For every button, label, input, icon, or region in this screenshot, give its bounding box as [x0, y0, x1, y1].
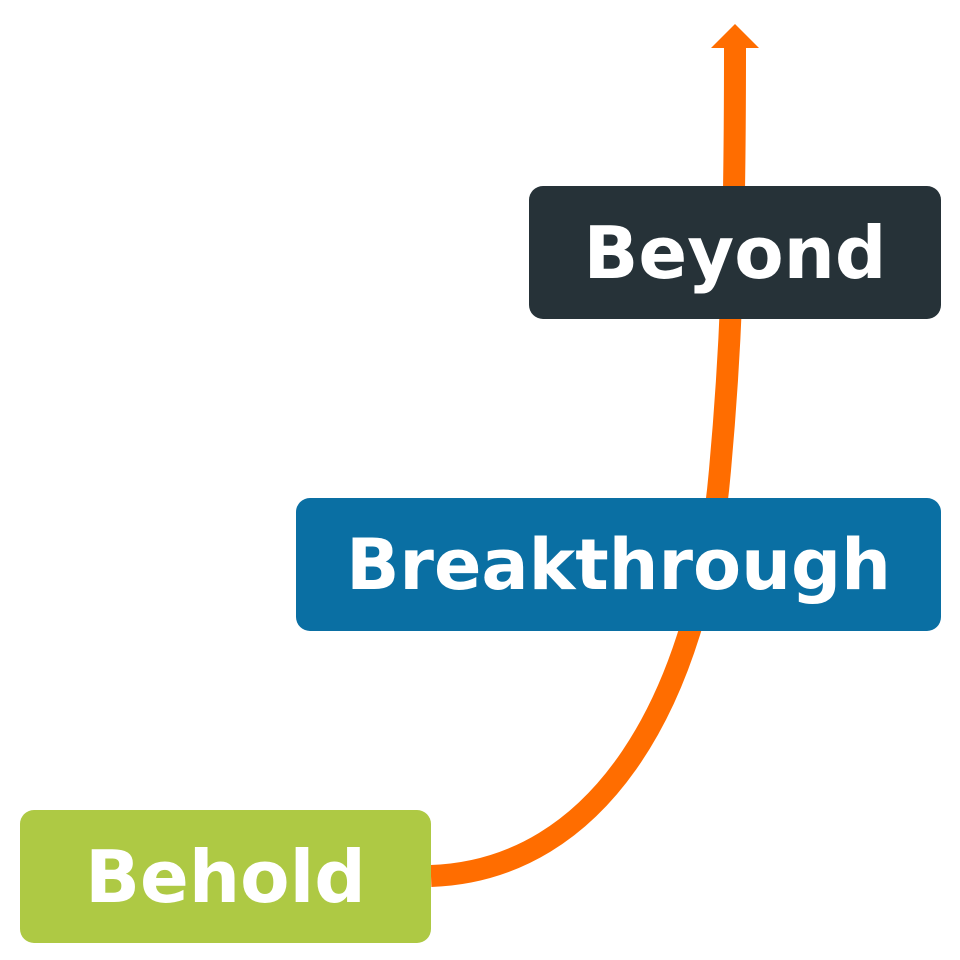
growth-curve-line — [430, 47, 746, 887]
arrow-head-icon — [711, 24, 759, 48]
stage-behold-label: Behold — [85, 834, 366, 919]
stage-beyond-label: Beyond — [583, 210, 887, 295]
stage-behold-box: Behold — [20, 810, 431, 943]
stage-breakthrough-box: Breakthrough — [296, 498, 941, 631]
stage-beyond-box: Beyond — [529, 186, 941, 319]
stage-breakthrough-label: Breakthrough — [346, 523, 891, 606]
